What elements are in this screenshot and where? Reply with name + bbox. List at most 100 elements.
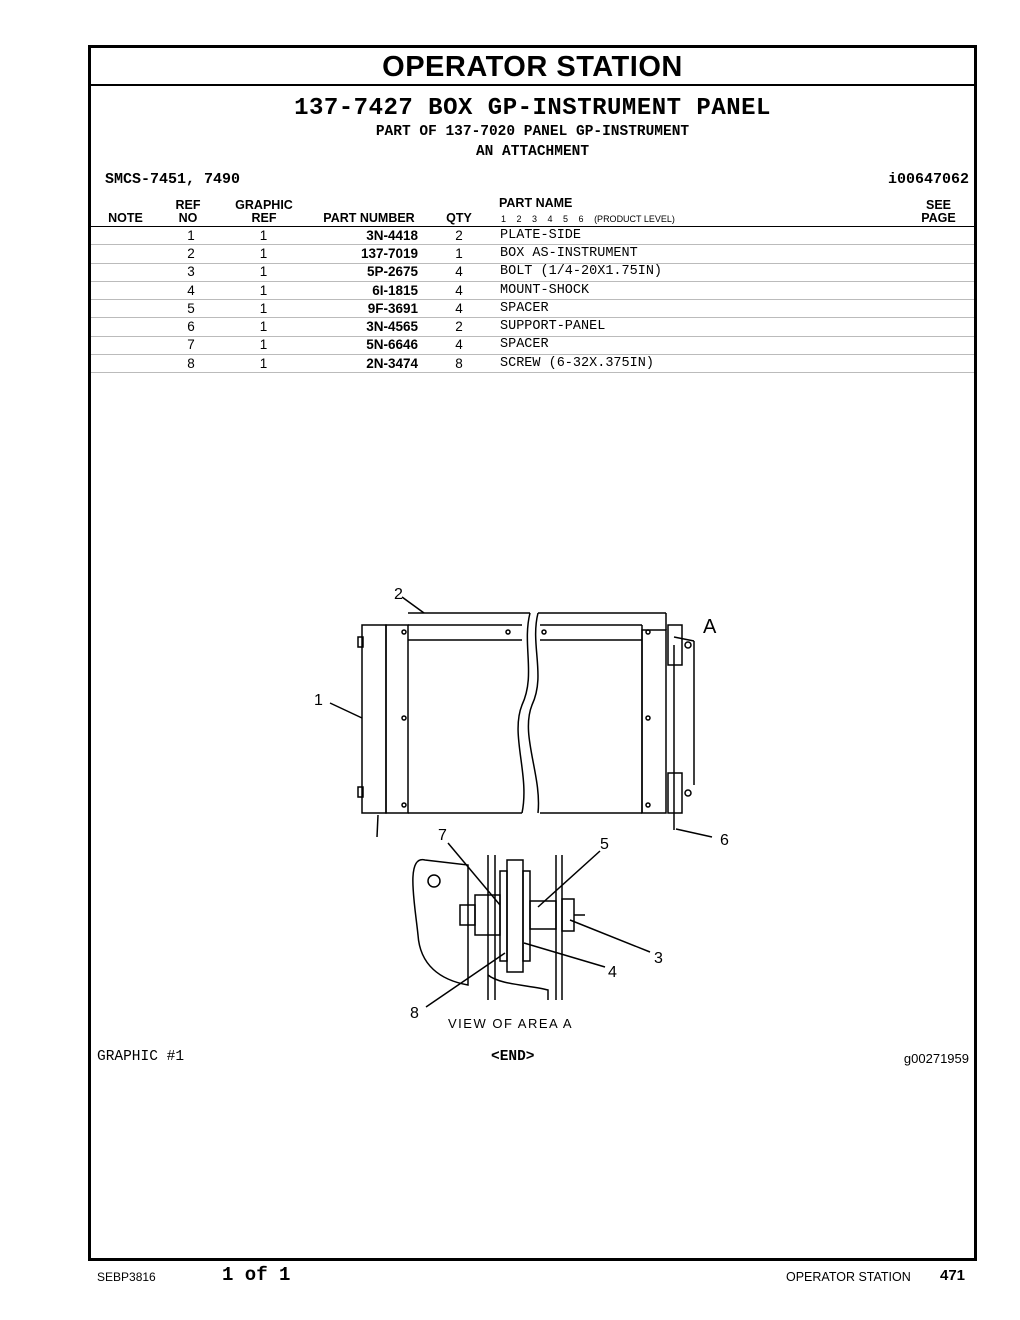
ref-no-cell: 4: [161, 281, 221, 301]
part-name-cell: BOX AS-INSTRUMENT: [500, 244, 974, 264]
qty-cell: 4: [418, 299, 500, 319]
graphic-ref-cell: 1: [221, 354, 306, 374]
note-cell: [91, 354, 161, 374]
col-see-page: SEE PAGE: [911, 199, 966, 225]
illustration-id: i00647062: [887, 171, 969, 188]
callout-labels: 2 1 A 6 7 5 3 4 8 VIEW OF AREA A: [314, 586, 729, 1031]
ref-no-cell: 7: [161, 336, 221, 356]
col-see-top: SEE: [925, 198, 951, 212]
ref-no-cell: 8: [161, 354, 221, 374]
qty-cell: 8: [418, 354, 500, 374]
footer-section: OPERATOR STATION: [786, 1270, 911, 1284]
qty-cell: 4: [418, 336, 500, 356]
part-number-cell: 137-7019: [306, 244, 418, 264]
part-name-cell: SUPPORT-PANEL: [500, 317, 974, 337]
page-of: 1 of 1: [222, 1264, 291, 1286]
qty-cell: 2: [418, 317, 500, 337]
box-assembly-drawing: [329, 596, 713, 838]
part-number-cell: 3N-4565: [306, 317, 418, 337]
note-cell: [91, 227, 161, 246]
col-see-bottom: PAGE: [921, 211, 956, 225]
col-graphic-top: GRAPHIC: [235, 198, 293, 212]
part-name-cell: PLATE-SIDE: [500, 227, 974, 246]
header-rule: [91, 226, 974, 227]
note-cell: [91, 281, 161, 301]
callout-4: 4: [608, 964, 617, 981]
qty-cell: 2: [418, 227, 500, 246]
col-ref-top: REF: [175, 198, 201, 212]
view-label: VIEW OF AREA A: [448, 1016, 573, 1031]
part-name-cell: SPACER: [500, 336, 974, 356]
page-frame: OPERATOR STATION 137-7427 BOX GP-INSTRUM…: [88, 45, 977, 1261]
col-qty: QTY: [446, 211, 472, 225]
smcs-code: SMCS-7451, 7490: [105, 171, 241, 188]
parts-illustration: 2 1 A 6 7 5 3 4 8 VIEW OF AREA A: [314, 586, 729, 1031]
area-label: A: [703, 616, 717, 638]
part-number-cell: 5P-2675: [306, 263, 418, 282]
ref-no-cell: 2: [161, 244, 221, 264]
part-name-cell: SPACER: [500, 299, 974, 319]
ref-no-cell: 5: [161, 299, 221, 319]
callout-8: 8: [410, 1005, 419, 1022]
graphic-ref-cell: 1: [221, 227, 306, 246]
qty-cell: 4: [418, 263, 500, 282]
col-ref-bottom: NO: [178, 211, 198, 225]
attachment-line: AN ATTACHMENT: [475, 144, 590, 160]
part-number-cell: 2N-3474: [306, 354, 418, 374]
callout-2: 2: [394, 586, 403, 603]
section-title: OPERATOR STATION: [91, 48, 974, 86]
detail-view-drawing: [412, 842, 651, 1008]
callout-1: 1: [314, 692, 323, 709]
callout-6: 6: [720, 832, 729, 849]
ref-no-cell: 3: [161, 263, 221, 282]
part-number-cell: 6I-1815: [306, 281, 418, 301]
qty-cell: 1: [418, 244, 500, 264]
graphic-id: g00271959: [903, 1051, 969, 1066]
col-note: NOTE: [108, 211, 143, 225]
col-part-name: PART NAME: [499, 196, 573, 210]
col-graphic-bottom: REF: [251, 211, 277, 225]
product-level-label: (PRODUCT LEVEL): [594, 214, 675, 224]
end-marker: <END>: [491, 1049, 535, 1065]
product-levels: 1 2 3 4 5 6 (PRODUCT LEVEL): [501, 214, 675, 224]
col-part-number: PART NUMBER: [323, 211, 415, 225]
part-name-cell: MOUNT-SHOCK: [500, 281, 974, 301]
callout-3: 3: [654, 950, 663, 967]
col-ref: REF NO: [163, 199, 213, 225]
assembly-title: 137-7427 BOX GP-INSTRUMENT PANEL: [294, 95, 771, 122]
callout-7: 7: [438, 827, 447, 844]
note-cell: [91, 263, 161, 282]
graphic-ref-cell: 1: [221, 281, 306, 301]
doc-number: SEBP3816: [97, 1270, 156, 1284]
graphic-ref-cell: 1: [221, 244, 306, 264]
qty-cell: 4: [418, 281, 500, 301]
graphic-ref-cell: 1: [221, 299, 306, 319]
note-cell: [91, 299, 161, 319]
note-cell: [91, 317, 161, 337]
graphic-label: GRAPHIC #1: [97, 1049, 185, 1065]
note-cell: [91, 244, 161, 264]
part-number-cell: 3N-4418: [306, 227, 418, 246]
part-of-line: PART OF 137-7020 PANEL GP-INSTRUMENT: [375, 124, 690, 140]
page-number: 471: [940, 1267, 966, 1284]
note-cell: [91, 336, 161, 356]
part-number-cell: 9F-3691: [306, 299, 418, 319]
part-name-cell: BOLT (1/4-20X1.75IN): [500, 263, 974, 282]
graphic-ref-cell: 1: [221, 263, 306, 282]
part-number-cell: 5N-6646: [306, 336, 418, 356]
part-name-cell: SCREW (6-32X.375IN): [500, 354, 974, 374]
ref-no-cell: 1: [161, 227, 221, 246]
level-numbers: 1 2 3 4 5 6: [501, 214, 584, 224]
graphic-ref-cell: 1: [221, 317, 306, 337]
graphic-ref-cell: 1: [221, 336, 306, 356]
